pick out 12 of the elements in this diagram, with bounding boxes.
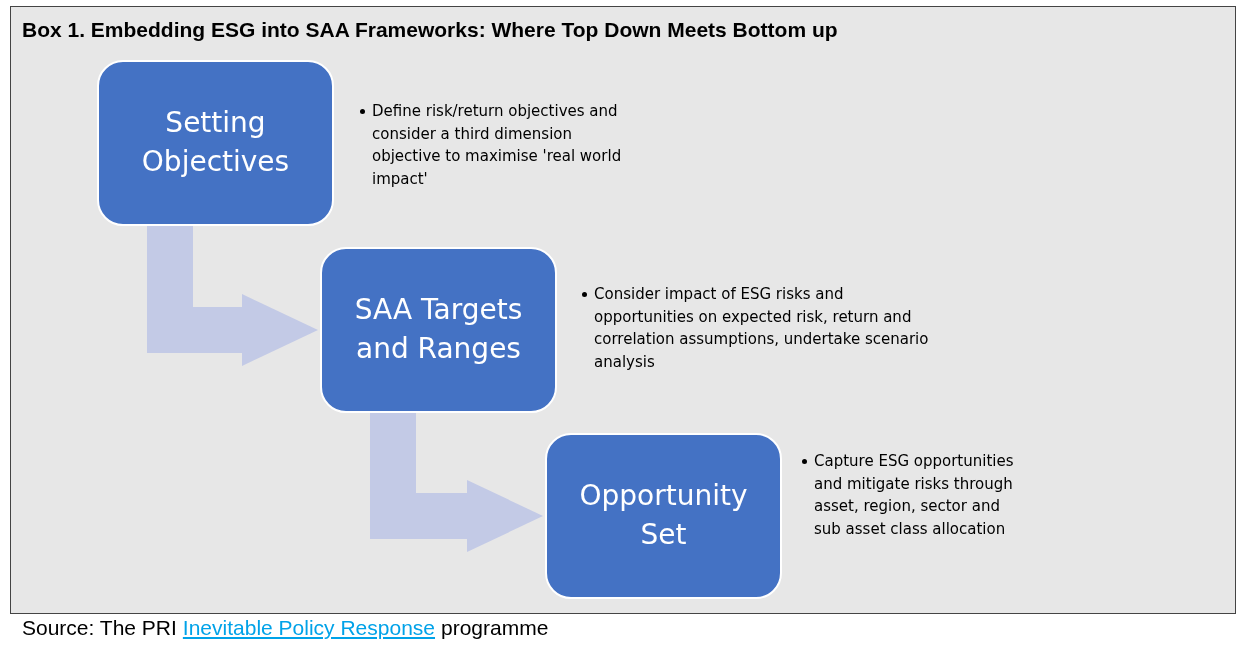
process-box: SAA Targets and Ranges (320, 247, 557, 413)
bent-arrow (147, 226, 318, 366)
source-link: Inevitable Policy Response (182, 616, 435, 640)
title: Box 1. Embedding ESG into SAA Frameworks: Where Top Down Meets Bottom up (22, 18, 838, 42)
bullet-text: Capture ESG opportunities and mitigate risks through asset, region, sector and sub asset class allocation (814, 451, 1015, 540)
process-box: Setting Objectives (97, 60, 334, 226)
process-box: Opportunity Set (545, 433, 782, 599)
bullet-text: Consider impact of ESG risks and opportunities on expected risk, return and correlation assumptions, undertake scenario analysis (594, 284, 929, 373)
source-text: programme (441, 616, 549, 640)
bent-arrow (370, 413, 543, 552)
bullet-text: Define risk/return objectives and consider a third dimension objective to maximise 'real world impact' (372, 101, 623, 190)
source-text: Source: The PRI (22, 616, 177, 640)
